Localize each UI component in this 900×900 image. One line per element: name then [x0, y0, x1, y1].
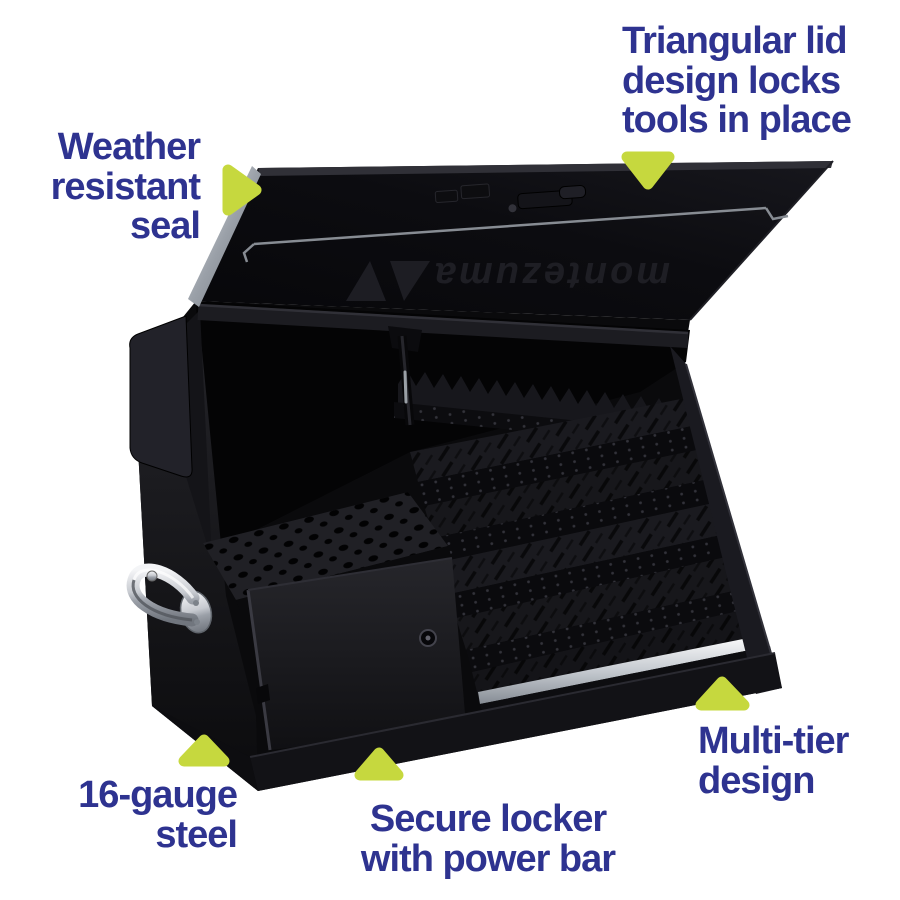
door-hinge — [246, 589, 272, 751]
right-side-flange — [670, 346, 782, 694]
interior-shadow — [196, 301, 690, 556]
brand-mark-icon — [390, 261, 430, 301]
keyhole-lock — [419, 629, 437, 647]
callout-gauge-steel: 16-gauge steel — [78, 774, 238, 856]
tier-1 — [410, 396, 706, 506]
side-handle — [126, 563, 213, 634]
power-bar — [478, 634, 770, 704]
callout-weather-seal: Weather resistant seal — [50, 126, 201, 248]
multi-tier-pointer-icon — [695, 676, 750, 711]
latch-rod — [242, 206, 789, 263]
tier-2 — [424, 448, 718, 562]
lid: montezuma — [188, 160, 834, 321]
callout-multi-tier: Multi-tier design — [698, 720, 849, 802]
lid-support-bracket — [129, 315, 193, 478]
lid-support-strut — [388, 326, 422, 426]
lid-lock-assembly — [434, 183, 587, 213]
door-latch — [256, 684, 270, 704]
locker-door — [246, 557, 466, 751]
tier-4 — [456, 556, 742, 672]
hinge-rail — [197, 304, 689, 348]
tier-3 — [440, 502, 730, 618]
gauge-steel-pointer-icon — [178, 734, 230, 767]
brand-logo-text: montezuma — [432, 254, 670, 296]
brand-logo: montezuma — [346, 254, 670, 301]
callout-triangular-lid: Triangular lid design locks tools in pla… — [622, 20, 852, 142]
weather-seal-pointer-icon — [222, 164, 262, 216]
callout-pointers — [178, 151, 750, 781]
hinge-rail-highlight — [197, 303, 689, 335]
lid-top-bevel — [258, 161, 833, 176]
secure-locker-pointer-icon — [354, 747, 404, 781]
brand-mark-icon2 — [346, 261, 386, 301]
callout-secure-locker: Secure locker with power bar — [360, 798, 616, 880]
triangular-lid-pointer-icon — [621, 151, 675, 190]
multi-tier-shelves — [394, 346, 782, 718]
lid-face — [194, 161, 833, 320]
